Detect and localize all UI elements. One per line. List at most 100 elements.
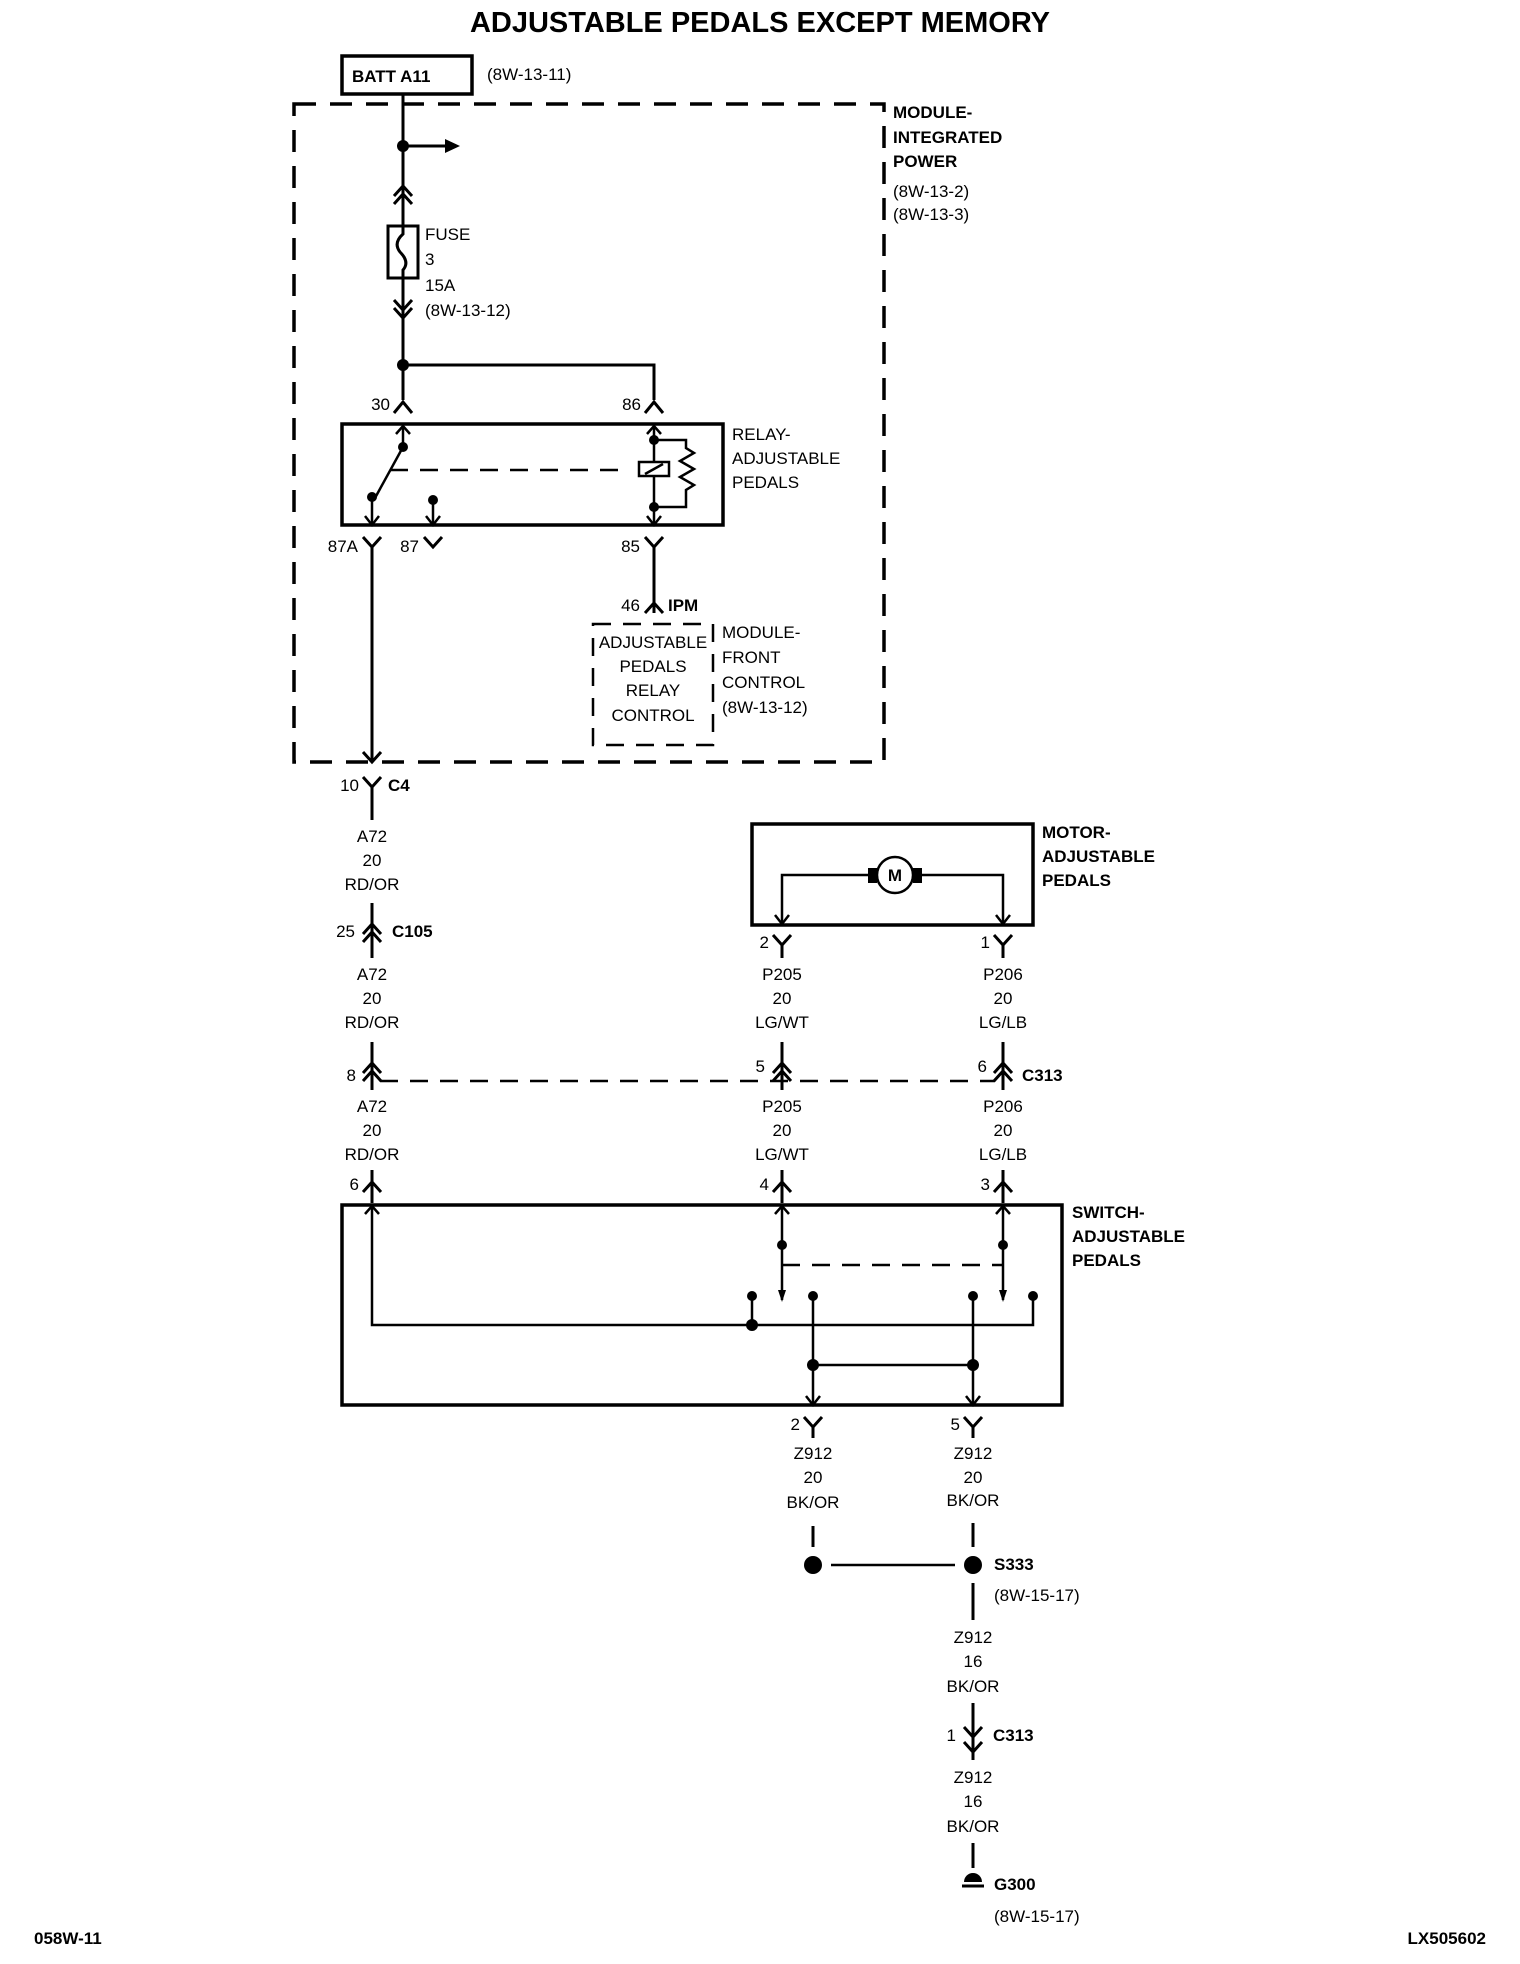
c105-name-label: C105 bbox=[392, 922, 433, 941]
batt-box bbox=[340, 54, 474, 96]
ground-circuit: 2 5 Z912 20 BK/OR Z912 20 BK/OR S333 (8W… bbox=[787, 1415, 1080, 1926]
c105-connector-icon bbox=[361, 921, 383, 944]
wire-z912-color: BK/OR bbox=[947, 1817, 1000, 1836]
motor-wire-left bbox=[780, 873, 872, 924]
arrowhead-icon bbox=[646, 515, 662, 528]
wire-p206-color: LG/LB bbox=[979, 1145, 1027, 1164]
wire-a72-gauge: 20 bbox=[363, 989, 382, 1008]
wiper-arrow-icon bbox=[778, 1290, 786, 1302]
motor-wire-right bbox=[918, 873, 1005, 924]
splice-s333-dot bbox=[964, 1556, 982, 1574]
diagram-title: ADJUSTABLE PEDALS EXCEPT MEMORY bbox=[470, 7, 1050, 39]
arrowhead-icon bbox=[965, 1395, 981, 1408]
splice-name: S333 bbox=[994, 1555, 1034, 1574]
arrowhead-icon bbox=[364, 515, 380, 528]
ipm-name-line-1: MODULE- bbox=[893, 103, 972, 122]
ipm-name-line-2: INTEGRATED bbox=[893, 128, 1002, 147]
wire-p205-code: P205 bbox=[762, 965, 802, 984]
switch-box bbox=[340, 1203, 1064, 1407]
fcm-name-line-1: MODULE- bbox=[722, 623, 800, 642]
wire-p205-gauge: 20 bbox=[773, 989, 792, 1008]
wire-a72-code: A72 bbox=[357, 827, 387, 846]
wire-p205-code: P205 bbox=[762, 1097, 802, 1116]
fcm-name-line-4: (8W-13-12) bbox=[722, 698, 808, 717]
c313-ground-pin-label: 1 bbox=[947, 1726, 956, 1745]
pin87a-connector-icon bbox=[361, 535, 383, 550]
wire-z912-gauge: 16 bbox=[964, 1792, 983, 1811]
splice-dot bbox=[804, 1556, 822, 1574]
relay-box bbox=[340, 422, 725, 527]
pin-87-label: 87 bbox=[400, 537, 419, 556]
pin46-connector-icon bbox=[643, 600, 665, 615]
arrowhead-icon bbox=[361, 750, 383, 765]
motor-pin-2-label: 2 bbox=[760, 933, 769, 952]
switch-contact-dot bbox=[747, 1291, 757, 1301]
pin85-connector-icon bbox=[643, 535, 665, 550]
fuse-circuit: FUSE 3 15A (8W-13-12) bbox=[386, 94, 656, 400]
switch-pin-6-label: 6 bbox=[350, 1175, 359, 1194]
motor-icon bbox=[875, 855, 915, 895]
relay-name-line-2: ADJUSTABLE bbox=[732, 449, 840, 468]
pin-30-label: 30 bbox=[371, 395, 390, 414]
wire-z912-color: BK/OR bbox=[947, 1491, 1000, 1510]
fcm-inner-line-2: PEDALS bbox=[619, 657, 686, 676]
c313-pin1-connector-icon bbox=[962, 1725, 984, 1755]
coil-slash bbox=[644, 462, 664, 476]
wire-p206-gauge: 20 bbox=[994, 989, 1013, 1008]
switch-name-line-2: ADJUSTABLE bbox=[1072, 1227, 1185, 1246]
footer-doc-id: LX505602 bbox=[1408, 1929, 1486, 1948]
wire-p205-color: LG/WT bbox=[755, 1145, 809, 1164]
switch-pin-3-label: 3 bbox=[981, 1175, 990, 1194]
ground-g300-icon bbox=[962, 1873, 984, 1888]
fcm-inner-line-3: RELAY bbox=[626, 681, 681, 700]
batt-label: BATT A11 bbox=[352, 67, 430, 86]
wire-a72-gauge: 20 bbox=[363, 851, 382, 870]
wire-z912-code: Z912 bbox=[954, 1768, 993, 1787]
fcm-inner-line-1: ADJUSTABLE bbox=[599, 633, 707, 652]
motor-brush-right bbox=[913, 868, 922, 883]
arrowhead-icon bbox=[995, 914, 1011, 927]
pin-86-label: 86 bbox=[622, 395, 641, 414]
batt-a11-source: BATT A11 (8W-13-11) bbox=[340, 54, 571, 96]
relay-switch-arm bbox=[373, 446, 405, 499]
switch-wiper-dot bbox=[777, 1240, 787, 1250]
ipm-name-line-3: POWER bbox=[893, 152, 957, 171]
c4-connector-icon bbox=[361, 775, 383, 790]
fcm-pin-label: 46 bbox=[621, 596, 640, 615]
wire-z912-gauge: 20 bbox=[964, 1468, 983, 1487]
wire-z912-gauge: 16 bbox=[964, 1652, 983, 1671]
switch-pin-5-label: 5 bbox=[951, 1415, 960, 1434]
switch-pin-4-label: 4 bbox=[760, 1175, 769, 1194]
wire-p206-gauge: 20 bbox=[994, 1121, 1013, 1140]
c313-pin5-connector-icon bbox=[771, 1060, 793, 1083]
fuse-element-icon bbox=[395, 226, 408, 278]
relay-adjustable-pedals: 30 86 RELAY- ADJUSTABLE PEDALS 87A 87 85 bbox=[328, 395, 841, 556]
ipm-ref-2: (8W-13-3) bbox=[893, 205, 969, 224]
motor-pin2-connector-icon bbox=[771, 933, 793, 948]
c4-pin-label: 10 bbox=[340, 776, 359, 795]
wire-p205-color: LG/WT bbox=[755, 1013, 809, 1032]
switch-ground-dot bbox=[967, 1359, 979, 1371]
connector-chevron-down-icon bbox=[392, 298, 414, 321]
ipm-boundary: MODULE- INTEGRATED POWER (8W-13-2) (8W-1… bbox=[292, 102, 1002, 764]
c313-pin8-connector-icon bbox=[361, 1060, 383, 1083]
wire-z912-code: Z912 bbox=[954, 1628, 993, 1647]
fcm-dashed-box bbox=[591, 622, 715, 747]
arrowhead-icon bbox=[425, 515, 441, 528]
fcm-inner-line-4: CONTROL bbox=[611, 706, 694, 725]
pin87-connector-icon bbox=[422, 535, 444, 550]
motor-name-line-1: MOTOR- bbox=[1042, 823, 1111, 842]
pin86-feed-wire bbox=[403, 363, 656, 400]
splice-ref: (8W-15-17) bbox=[994, 1586, 1080, 1605]
branch-arrow-icon bbox=[445, 139, 460, 153]
motor-pin-1-label: 1 bbox=[981, 933, 990, 952]
wire-z912-color: BK/OR bbox=[787, 1493, 840, 1512]
switch-common-bus bbox=[370, 1206, 1035, 1327]
c313-pin-8-label: 8 bbox=[347, 1066, 356, 1085]
c105-pin-label: 25 bbox=[336, 922, 355, 941]
wire-a72-gauge: 20 bbox=[363, 1121, 382, 1140]
motor-box bbox=[750, 822, 1035, 927]
connector-chevron-up-icon bbox=[392, 183, 414, 206]
c313-pin6-connector-icon bbox=[992, 1060, 1014, 1083]
ground-name: G300 bbox=[994, 1875, 1036, 1894]
